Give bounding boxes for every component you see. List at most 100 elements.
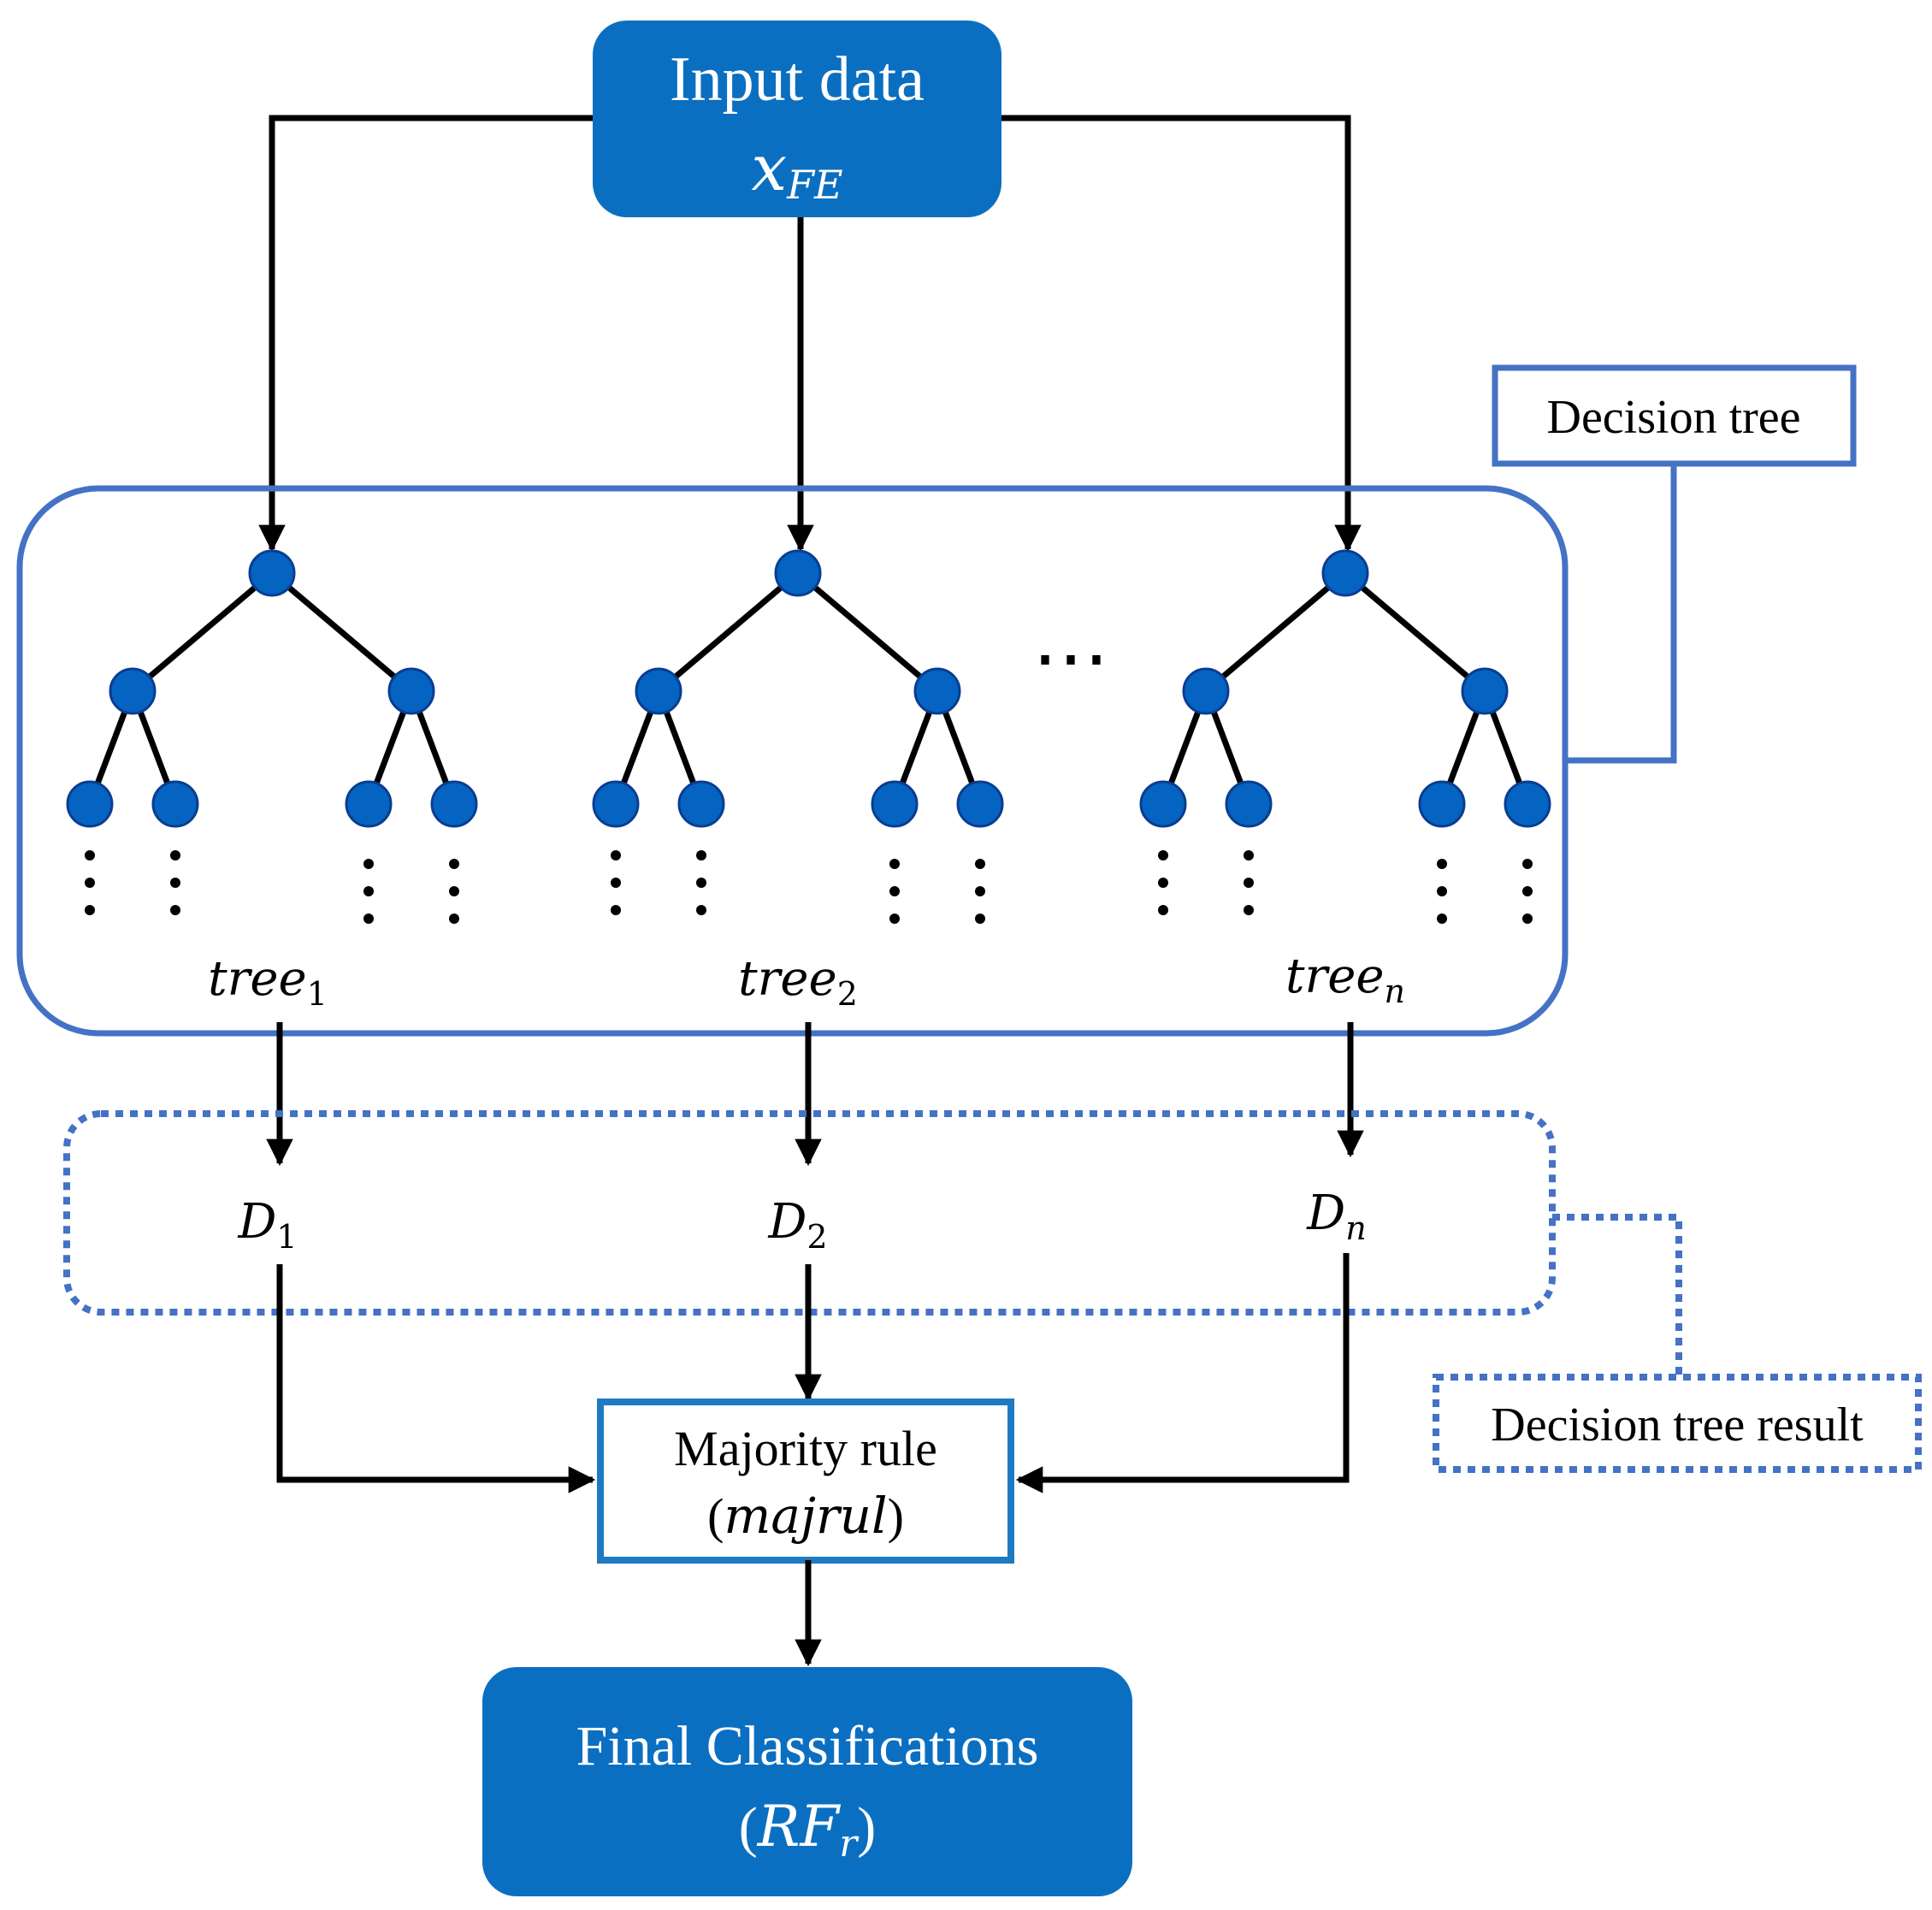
result-1-to-majority-arrow <box>276 1264 596 1493</box>
continuation-dot <box>889 914 900 924</box>
tree-3-root-node <box>1321 549 1369 597</box>
continuation-dot <box>170 905 180 915</box>
final-classifications-symbol: (RFr) <box>739 1794 877 1866</box>
tree-2-leaf-node <box>956 780 1004 828</box>
tree-1-leaf-node <box>345 780 393 828</box>
continuation-dot <box>696 878 706 888</box>
tree-1-root-node <box>248 549 296 597</box>
result-label-n: Dn <box>1306 1186 1366 1247</box>
final-classifications-label: Final Classifications <box>576 1715 1039 1777</box>
continuation-dot <box>889 886 900 896</box>
continuation-dot <box>1437 914 1447 924</box>
decision-tree-legend-label: Decision tree <box>1547 391 1801 444</box>
tree-3-internal-node <box>1182 667 1230 715</box>
continuation-dot <box>696 850 706 860</box>
tree-2-internal-node <box>913 667 961 715</box>
input-to-trees-connectors <box>258 115 1362 553</box>
trees-layer <box>66 549 1551 924</box>
continuation-dot <box>611 878 621 888</box>
decision-tree-result-legend-label: Decision tree result <box>1491 1398 1864 1452</box>
continuation-dot <box>1158 850 1168 860</box>
decision-tree-result-legend-connector <box>1552 1214 1682 1377</box>
continuation-dot <box>1522 886 1533 896</box>
tree-3-continuation-dots <box>1158 850 1533 924</box>
tree-3-edge-root-0 <box>1203 571 1348 694</box>
result-label-1: D1 <box>237 1194 297 1256</box>
trees-ellipsis: ⋯ <box>1032 617 1109 701</box>
continuation-dot <box>85 878 95 888</box>
tree-3-leaf-node <box>1225 780 1273 828</box>
continuation-dot <box>85 905 95 915</box>
continuation-dot <box>1244 850 1254 860</box>
tree-label-2: tree2 <box>738 951 858 1013</box>
tree-2-edge-root-1 <box>795 571 940 694</box>
continuation-dot <box>170 878 180 888</box>
decision-tree-3 <box>1139 549 1551 924</box>
result-n-to-majority-arrow <box>1015 1253 1350 1493</box>
trees-to-results-connectors <box>266 1022 1364 1167</box>
tree-2-root-node <box>774 549 822 597</box>
tree-3-leaf-node <box>1139 780 1187 828</box>
tree-2-leaf-node <box>871 780 919 828</box>
decision-tree-result-legend: Decision tree result <box>1433 1214 1922 1473</box>
tree-1-nodes <box>66 549 478 828</box>
continuation-dot <box>449 886 459 896</box>
tree-2-continuation-dots <box>611 850 985 924</box>
continuation-dot <box>363 859 374 869</box>
continuation-dot <box>975 886 985 896</box>
majority-rule-label: Majority rule <box>674 1421 937 1476</box>
tree-1-continuation-dots <box>85 850 459 924</box>
continuation-dot <box>1244 878 1254 888</box>
tree-2-internal-node <box>635 667 682 715</box>
decision-tree-legend-connector <box>1565 464 1677 764</box>
tree-1-internal-node <box>109 667 157 715</box>
decision-tree-1 <box>66 549 478 924</box>
tree-3-edge-root-1 <box>1343 571 1487 694</box>
continuation-dot <box>1158 878 1168 888</box>
tree-2-leaf-node <box>677 780 725 828</box>
decision-tree-legend: Decision tree <box>1492 364 1857 764</box>
continuation-dot <box>1522 914 1533 924</box>
tree-3-leaf-node <box>1418 780 1466 828</box>
tree-3-internal-node <box>1461 667 1509 715</box>
tree-1-internal-node <box>387 667 435 715</box>
tree-label-n: treen <box>1285 949 1405 1010</box>
results-to-majority-connectors <box>276 1253 1350 1493</box>
input-data-symbol: xFE <box>751 132 842 208</box>
continuation-dot <box>449 914 459 924</box>
result-labels: D1 D2 Dn <box>237 1186 1366 1256</box>
input-data-label: Input data <box>670 44 925 115</box>
tree-labels: tree1 tree2 treen <box>208 949 1405 1013</box>
tree-2-nodes <box>592 549 1004 828</box>
continuation-dot <box>363 914 374 924</box>
tree-2-edge-root-0 <box>656 571 801 694</box>
continuation-dot <box>975 914 985 924</box>
continuation-dot <box>1158 905 1168 915</box>
continuation-dot <box>975 859 985 869</box>
continuation-dot <box>85 850 95 860</box>
input-to-tree-n-arrow <box>1001 115 1362 553</box>
continuation-dot <box>1522 859 1533 869</box>
tree-1-edge-root-0 <box>130 571 275 694</box>
decision-tree-2 <box>592 549 1004 924</box>
tree-label-1: tree1 <box>208 951 328 1013</box>
result-label-2: D2 <box>767 1194 827 1256</box>
continuation-dot <box>611 905 621 915</box>
continuation-dot <box>449 859 459 869</box>
majority-rule-symbol: (majrul) <box>707 1487 904 1545</box>
majority-rule-box: Majority rule (majrul) <box>597 1398 1014 1564</box>
final-classifications-box: Final Classifications (RFr) <box>482 1667 1132 1896</box>
continuation-dot <box>1437 886 1447 896</box>
input-to-tree-1-arrow <box>258 115 593 553</box>
continuation-dot <box>1437 859 1447 869</box>
tree-1-leaf-node <box>66 780 114 828</box>
continuation-dot <box>889 859 900 869</box>
tree-3-leaf-node <box>1504 780 1551 828</box>
continuation-dot <box>611 850 621 860</box>
continuation-dot <box>696 905 706 915</box>
continuation-dot <box>170 850 180 860</box>
continuation-dot <box>1244 905 1254 915</box>
tree-1-leaf-node <box>151 780 199 828</box>
tree-1-edge-root-1 <box>269 571 414 694</box>
